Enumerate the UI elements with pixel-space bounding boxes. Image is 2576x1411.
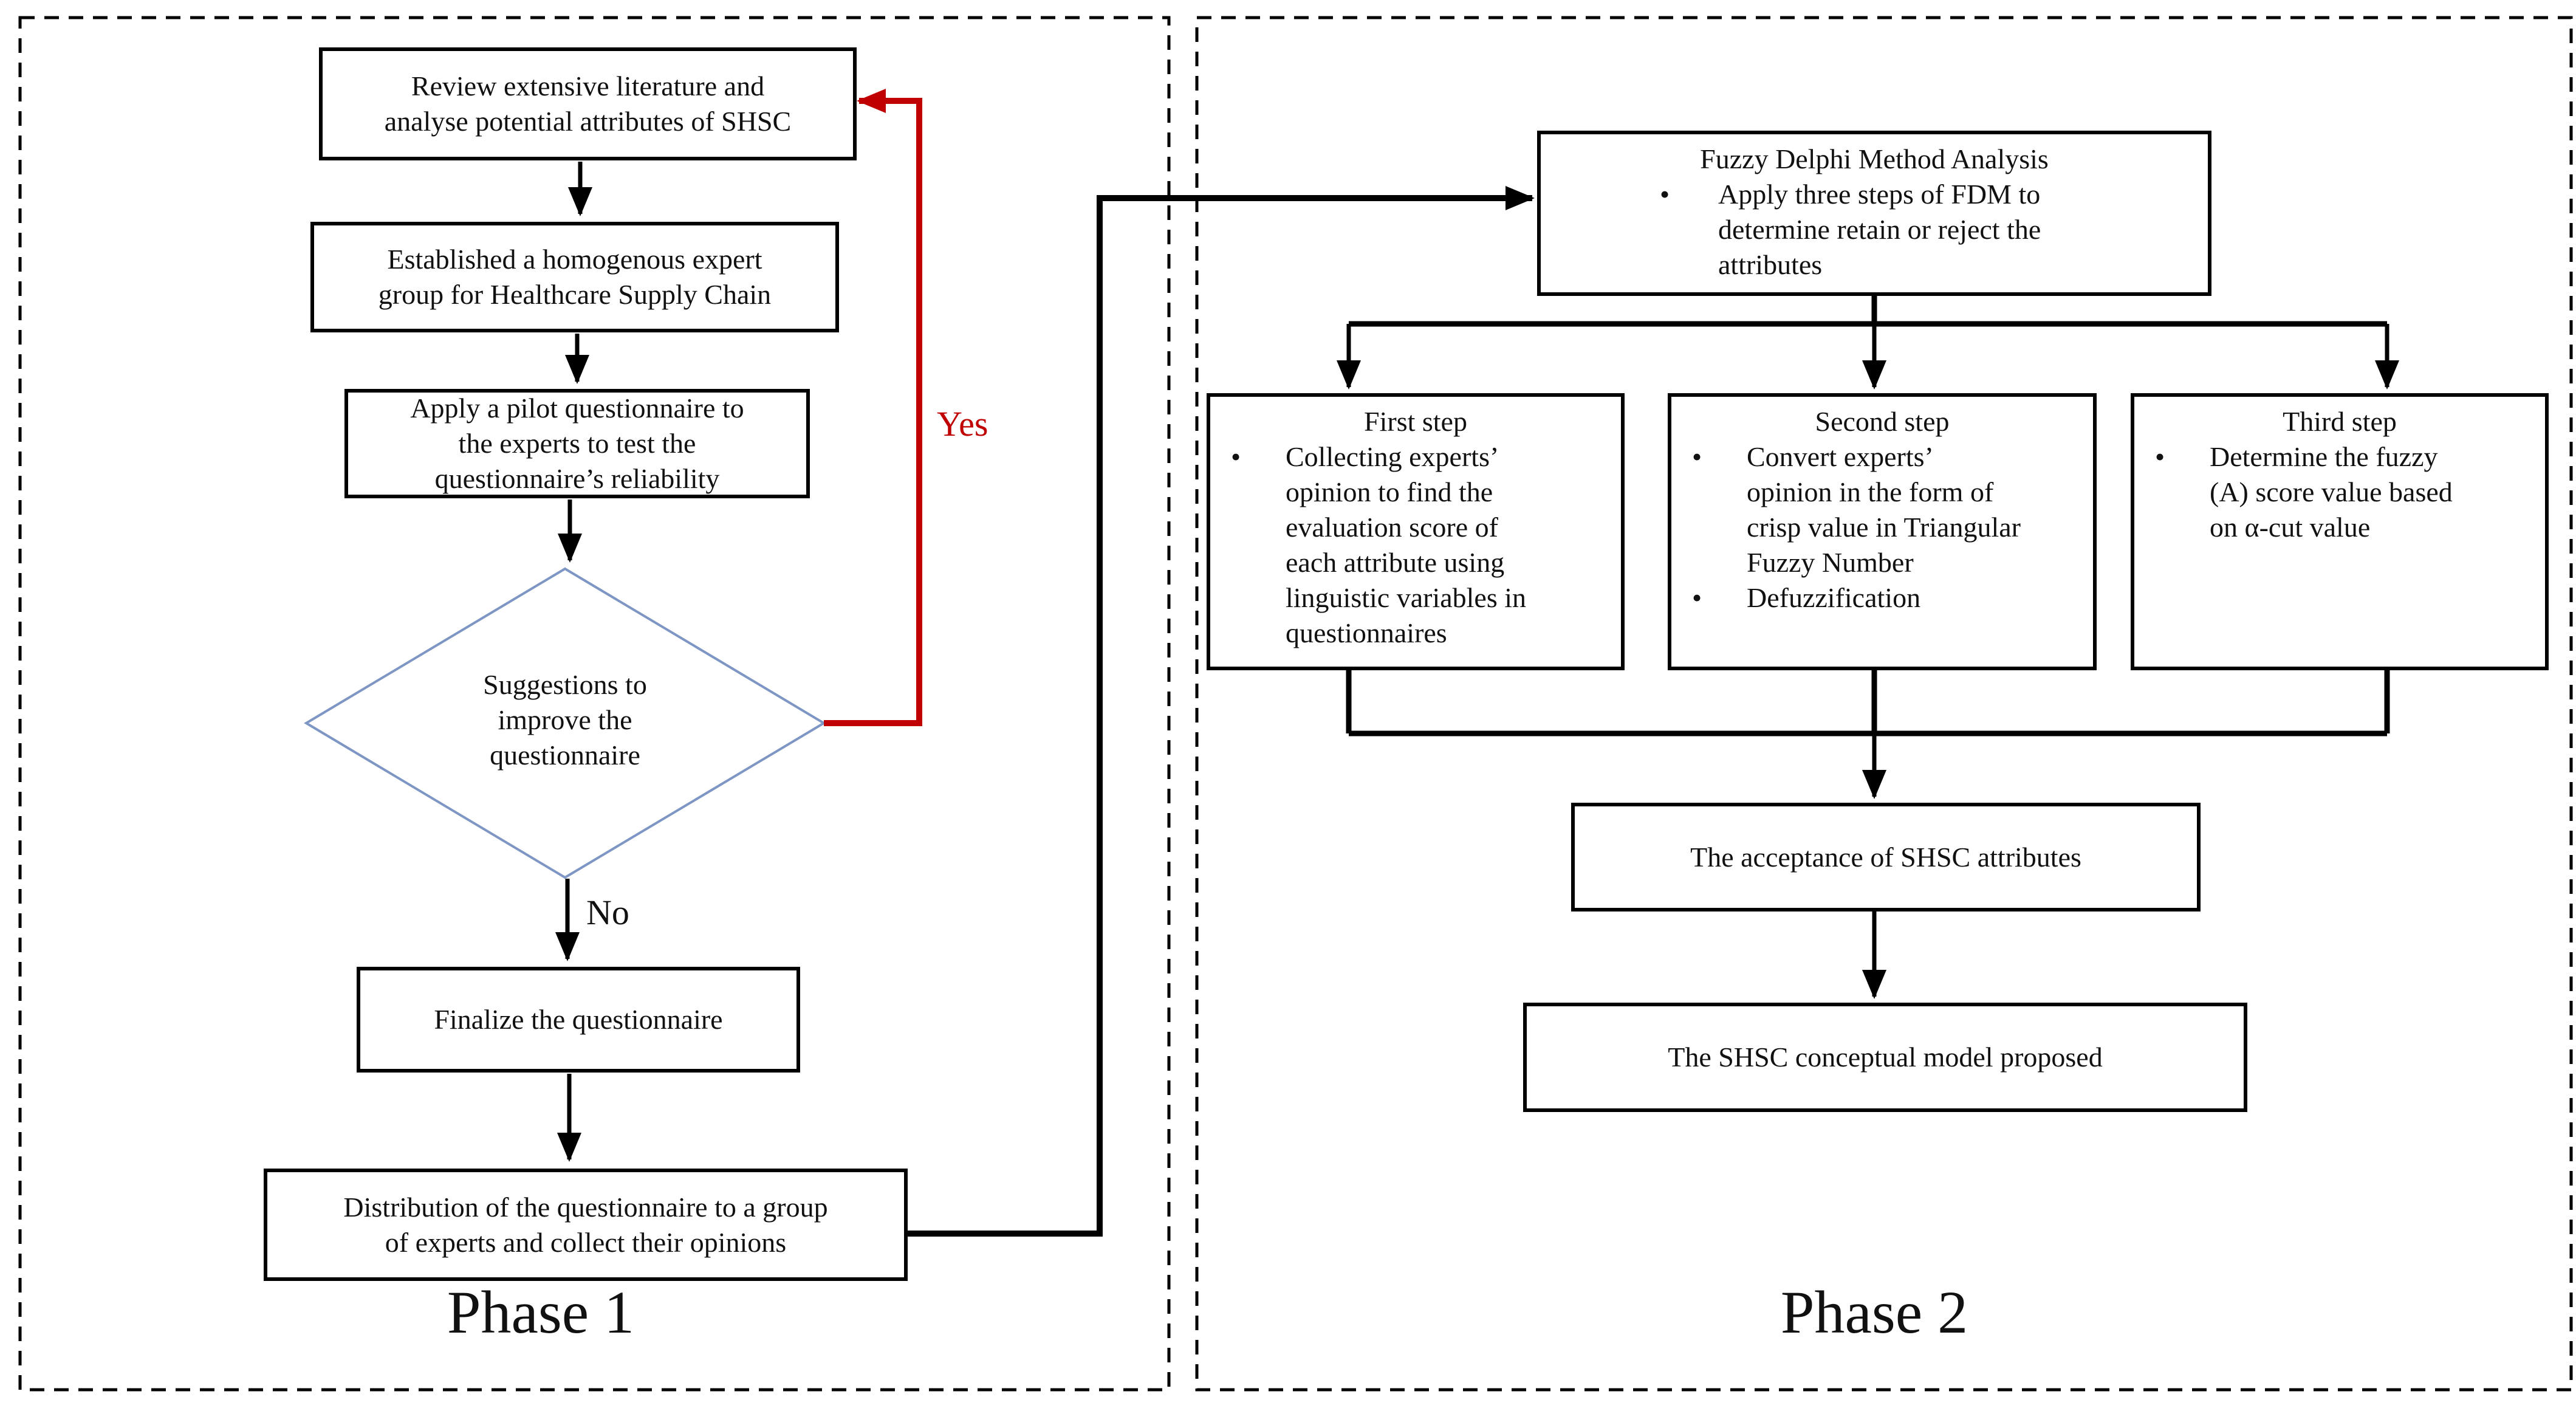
phase2-label: Phase 2 bbox=[1780, 1279, 1968, 1346]
pilot-questionnaire-box: Apply a pilot questionnaire to the exper… bbox=[344, 389, 810, 498]
pilot-line-3: questionnaire’s reliability bbox=[434, 463, 720, 494]
second-step-box: Second step • Convert experts’ opinion i… bbox=[1668, 393, 2097, 670]
step1-bullet-line-1: Collecting experts’ bbox=[1286, 441, 1499, 472]
yes-branch-label: Yes bbox=[937, 404, 988, 444]
step2-bullet1-line-4: Fuzzy Number bbox=[1747, 547, 1914, 578]
expert-group-box: Established a homogenous expert group fo… bbox=[310, 222, 839, 332]
decision-diamond-text: Suggestions to improve the questionnaire bbox=[383, 667, 747, 773]
bullet-icon: • bbox=[1231, 441, 1241, 472]
second-step-title: Second step bbox=[1815, 406, 1950, 437]
decision-line-1: Suggestions to bbox=[483, 669, 647, 700]
pilot-line-1: Apply a pilot questionnaire to bbox=[410, 393, 744, 424]
step1-bullet-line-6: questionnaires bbox=[1286, 617, 1447, 648]
acceptance-box: The acceptance of SHSC attributes bbox=[1571, 803, 2201, 911]
distribution-line-2: of experts and collect their opinions bbox=[385, 1226, 787, 1258]
step3-bullet-line-1: Determine the fuzzy bbox=[2210, 441, 2438, 472]
steps-converge-line bbox=[1346, 670, 2390, 736]
first-step-title: First step bbox=[1364, 406, 1467, 437]
fdm-branch-line bbox=[1349, 296, 2387, 327]
review-line-1: Review extensive literature and bbox=[411, 70, 765, 101]
third-step-title: Third step bbox=[2283, 406, 2397, 437]
fdm-bullet-line-1: Apply three steps of FDM to bbox=[1718, 179, 2041, 210]
no-branch-label: No bbox=[586, 893, 629, 932]
distribution-line-1: Distribution of the questionnaire to a g… bbox=[343, 1191, 828, 1223]
third-step-box: Third step • Determine the fuzzy (A) sco… bbox=[2131, 393, 2549, 670]
pilot-line-2: the experts to test the bbox=[458, 428, 696, 459]
review-line-2: analyse potential attributes of SHSC bbox=[384, 106, 792, 137]
step1-bullet-line-4: each attribute using bbox=[1286, 547, 1505, 578]
bullet-icon: • bbox=[2155, 441, 2165, 472]
distribution-box: Distribution of the questionnaire to a g… bbox=[264, 1169, 908, 1281]
bullet-icon: • bbox=[1660, 179, 1670, 210]
step3-bullet-line-3: on α-cut value bbox=[2210, 512, 2371, 543]
step3-bullet-line-2: (A) score value based bbox=[2210, 476, 2453, 507]
step2-bullet1-line-3: crisp value in Triangular bbox=[1747, 512, 2021, 543]
step1-bullet-line-3: evaluation score of bbox=[1286, 512, 1498, 543]
fdm-bullet-line-3: attributes bbox=[1718, 249, 1823, 280]
phase2-panel-border bbox=[1195, 16, 2573, 1392]
decision-diamond bbox=[304, 567, 826, 879]
phase1-label: Phase 1 bbox=[447, 1279, 635, 1346]
first-step-box: First step • Collecting experts’ opinion… bbox=[1207, 393, 1625, 670]
expert-group-line-1: Established a homogenous expert bbox=[387, 244, 762, 275]
decision-line-3: questionnaire bbox=[490, 740, 640, 771]
step2-bullet1-line-2: opinion in the form of bbox=[1747, 476, 1994, 507]
fdm-title: Fuzzy Delphi Method Analysis bbox=[1700, 143, 2049, 174]
fdm-analysis-box: Fuzzy Delphi Method Analysis • Apply thr… bbox=[1537, 131, 2211, 296]
finalize-questionnaire-box: Finalize the questionnaire bbox=[357, 967, 800, 1073]
expert-group-line-2: group for Healthcare Supply Chain bbox=[378, 279, 772, 310]
arrow-distribution-to-fdm bbox=[908, 186, 1535, 1237]
arrow-decision-yes-feedback bbox=[824, 89, 922, 726]
bullet-icon: • bbox=[1692, 582, 1702, 613]
step1-bullet-line-2: opinion to find the bbox=[1286, 476, 1493, 507]
bullet-icon: • bbox=[1692, 441, 1702, 472]
phase1-panel-border bbox=[18, 16, 1171, 1392]
conceptual-line-1: The SHSC conceptual model proposed bbox=[1668, 1042, 2103, 1073]
finalize-line-1: Finalize the questionnaire bbox=[434, 1004, 723, 1035]
decision-line-2: improve the bbox=[498, 704, 632, 735]
conceptual-model-box: The SHSC conceptual model proposed bbox=[1523, 1003, 2247, 1112]
step2-bullet2-line-1: Defuzzification bbox=[1747, 582, 1921, 613]
review-literature-box: Review extensive literature and analyse … bbox=[319, 47, 857, 160]
fdm-bullet-line-2: determine retain or reject the bbox=[1718, 214, 2041, 245]
acceptance-line-1: The acceptance of SHSC attributes bbox=[1690, 841, 2081, 873]
step2-bullet1-line-1: Convert experts’ bbox=[1747, 441, 1934, 472]
step1-bullet-line-5: linguistic variables in bbox=[1286, 582, 1527, 613]
